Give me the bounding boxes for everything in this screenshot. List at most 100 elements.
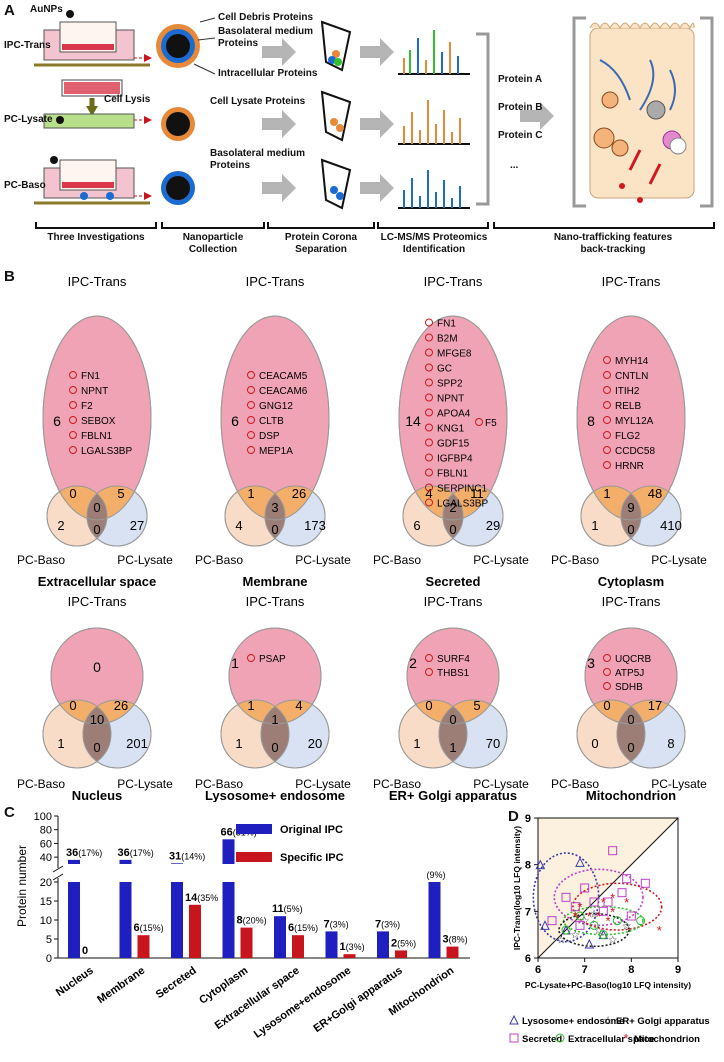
set-label-top: IPC-Trans — [68, 594, 127, 609]
count-top-right: 17 — [648, 698, 662, 713]
y-tick-label: 8 — [525, 860, 531, 872]
gene-marker — [69, 446, 77, 454]
gene-marker — [425, 438, 433, 447]
set-label-left: PC-Baso — [195, 553, 243, 567]
count-top-left: 0 — [603, 698, 610, 713]
gene-marker — [603, 446, 611, 454]
category-label: Nucleus — [54, 965, 96, 999]
set-label-top: IPC-Trans — [246, 274, 305, 289]
data-point: * — [596, 909, 601, 924]
spectrum-1 — [398, 30, 470, 75]
count-top-left: 0 — [425, 698, 432, 713]
count-center: 0 — [449, 712, 456, 727]
gene-marker — [425, 318, 433, 327]
data-point — [589, 897, 599, 907]
gene-label: LGALS3BP — [81, 446, 132, 457]
data-point — [584, 938, 595, 949]
count-top-right: 48 — [648, 486, 662, 501]
data-point — [617, 888, 627, 898]
transwell-ipc-trans — [34, 21, 150, 67]
gene-label: CEACAM5 — [259, 371, 308, 382]
legend-marker — [555, 1033, 565, 1043]
gene-label: MFGE8 — [437, 349, 472, 360]
gene-label: RELB — [615, 401, 641, 412]
venn-title: Membrane — [242, 574, 307, 588]
data-point: * — [601, 895, 606, 910]
count-left-only: 0 — [591, 736, 598, 751]
gene-marker — [603, 431, 611, 439]
data-point — [598, 906, 608, 916]
data-point — [570, 902, 580, 912]
gene-marker — [69, 386, 77, 394]
count-left-right: 0 — [449, 522, 456, 537]
count-top-left: 0 — [69, 486, 76, 501]
panel-c-letter: C — [4, 804, 15, 821]
gene-label: LGALS3BP — [437, 499, 488, 510]
gene-label: MYH14 — [615, 356, 649, 367]
gene-marker — [425, 483, 433, 492]
set-label-left: PC-Baso — [17, 553, 65, 567]
count-top-left: 0 — [69, 698, 76, 713]
protein-b-label: Protein B — [498, 102, 543, 113]
step-three-investigations: Three Investigations — [47, 232, 145, 243]
count-left-right: 1 — [449, 740, 456, 755]
bar-label-specific: 6(15%) — [134, 922, 164, 934]
gene-marker — [247, 431, 255, 439]
bar-original-ipc — [428, 882, 441, 958]
gene-marker — [247, 401, 255, 409]
count-right-only: 173 — [304, 518, 326, 533]
set-label-left: PC-Baso — [551, 553, 599, 567]
count-top-left: 1 — [247, 698, 254, 713]
data-point: * — [610, 890, 615, 905]
count-top-only: 1 — [231, 655, 239, 671]
data-point — [547, 916, 557, 926]
count-top-right: 5 — [473, 698, 480, 713]
count-center: 0 — [93, 500, 100, 515]
count-top-only: 8 — [587, 413, 595, 429]
bar-label-specific: 14(35% — [185, 892, 218, 904]
legend-label: Lysosome+ endosome — [522, 1016, 624, 1027]
data-point: * — [605, 914, 610, 929]
gene-label: SPP2 — [437, 379, 463, 390]
data-point — [589, 920, 599, 930]
set-label-left: PC-Baso — [551, 777, 599, 791]
gene-label: DSP — [259, 431, 280, 442]
count-top-only: 2 — [409, 655, 417, 671]
gene-marker — [603, 401, 611, 409]
y-tick-label: 100 — [34, 811, 52, 823]
bar-original-ipc — [222, 882, 235, 958]
gene-label: F2 — [81, 401, 93, 412]
gene-label: PSAP — [259, 654, 286, 665]
bar-original-ipc — [325, 931, 338, 958]
gene-label: UQCRB — [615, 654, 651, 665]
bar-label-specific: 3(8%) — [443, 934, 468, 946]
data-point: ☆ — [608, 934, 618, 946]
step-protein-corona-separation: Protein Corona Separation — [284, 232, 358, 255]
gene-marker — [247, 386, 255, 394]
panel-a-graphic — [34, 10, 715, 229]
gene-marker — [425, 408, 433, 417]
gene-label: SDHB — [615, 682, 643, 693]
bar-original-ipc — [68, 882, 80, 958]
gene-marker — [603, 356, 611, 364]
category-label: Lysosome+endosome — [252, 965, 353, 1041]
data-point: ☆ — [580, 916, 590, 928]
data-point: ☆ — [570, 930, 580, 942]
nano-label-baso-1: Basolateral medium Proteins — [218, 26, 314, 49]
count-left-only: 1 — [235, 736, 242, 751]
gene-marker — [69, 401, 77, 409]
legend-label: ER+ Golgi apparatus — [616, 1016, 710, 1027]
set-label-top: IPC-Trans — [424, 274, 483, 289]
venn-title: Cytoplasm — [598, 574, 664, 588]
set-label-right: PC-Lysate — [473, 777, 529, 791]
set-label-right: PC-Lysate — [295, 777, 351, 791]
gene-label: NPNT — [437, 394, 464, 405]
venn-title: Lysosome+ endosome — [205, 788, 345, 802]
x-axis-label: PC-Lysate+PC-Baso(log10 LFQ intensity) — [525, 980, 691, 990]
nano-label-debris: Cell Debris Proteins — [218, 12, 314, 23]
data-point — [598, 930, 608, 940]
bar-label-specific: 6(15%) — [288, 922, 318, 934]
